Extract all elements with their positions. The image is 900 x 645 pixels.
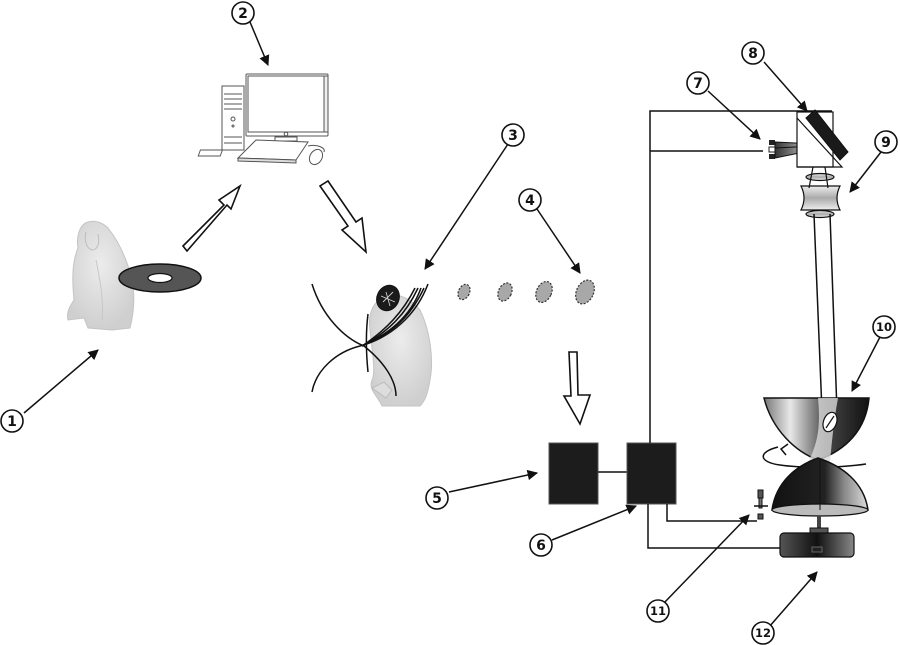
original-object-figurine <box>67 220 135 331</box>
callout-4: 4 <box>518 188 542 212</box>
svg-text:12: 12 <box>755 626 771 640</box>
svg-text:11: 11 <box>650 604 666 618</box>
callout-leaders <box>23 21 882 628</box>
flow-arrow-to-controller-icon <box>562 351 592 426</box>
rotating-workpiece-bowl <box>763 397 870 462</box>
callout-8: 8 <box>741 41 765 65</box>
tool-head-icon <box>376 284 400 312</box>
svg-text:5: 5 <box>432 491 442 507</box>
rotation-arrow-icon <box>762 443 867 468</box>
flow-arrow-to-computer-icon <box>181 183 242 253</box>
svg-text:7: 7 <box>693 76 703 92</box>
callout-3: 3 <box>501 123 525 147</box>
svg-text:4: 4 <box>525 193 535 209</box>
spot-1 <box>457 283 471 301</box>
svg-text:1: 1 <box>7 414 17 430</box>
laser-beam-lines <box>813 213 838 413</box>
callout-11: 11 <box>646 599 670 623</box>
motor-base <box>779 516 855 558</box>
control-unit-b <box>626 442 677 505</box>
dome-platen <box>771 457 869 517</box>
callout-2: 2 <box>231 1 255 25</box>
sensor-probe <box>754 489 768 520</box>
spot-sequence <box>457 279 595 305</box>
svg-text:6: 6 <box>536 538 546 554</box>
callout-6: 6 <box>529 533 553 557</box>
callout-1: 1 <box>0 409 24 433</box>
spot-3 <box>535 280 553 304</box>
callout-9: 9 <box>874 130 898 154</box>
control-unit-a <box>548 442 599 505</box>
control-blocks <box>548 442 677 505</box>
prism-mirror <box>796 109 849 168</box>
flow-arrow-to-toolpath-icon <box>318 179 368 255</box>
toolpath-model <box>311 283 433 407</box>
lens-assembly <box>800 166 841 219</box>
callout-5: 5 <box>425 486 449 510</box>
callout-12: 12 <box>751 621 775 645</box>
svg-text:3: 3 <box>508 128 518 144</box>
callout-10: 10 <box>872 315 896 339</box>
spot-2 <box>497 282 513 302</box>
callout-7: 7 <box>686 71 710 95</box>
svg-text:9: 9 <box>881 135 891 151</box>
computer-workstation <box>197 73 329 166</box>
spot-4 <box>575 279 595 305</box>
wiring <box>647 110 832 549</box>
data-disc-icon <box>118 263 202 293</box>
svg-text:8: 8 <box>748 46 758 62</box>
svg-text:10: 10 <box>876 320 892 334</box>
svg-text:2: 2 <box>238 6 248 22</box>
